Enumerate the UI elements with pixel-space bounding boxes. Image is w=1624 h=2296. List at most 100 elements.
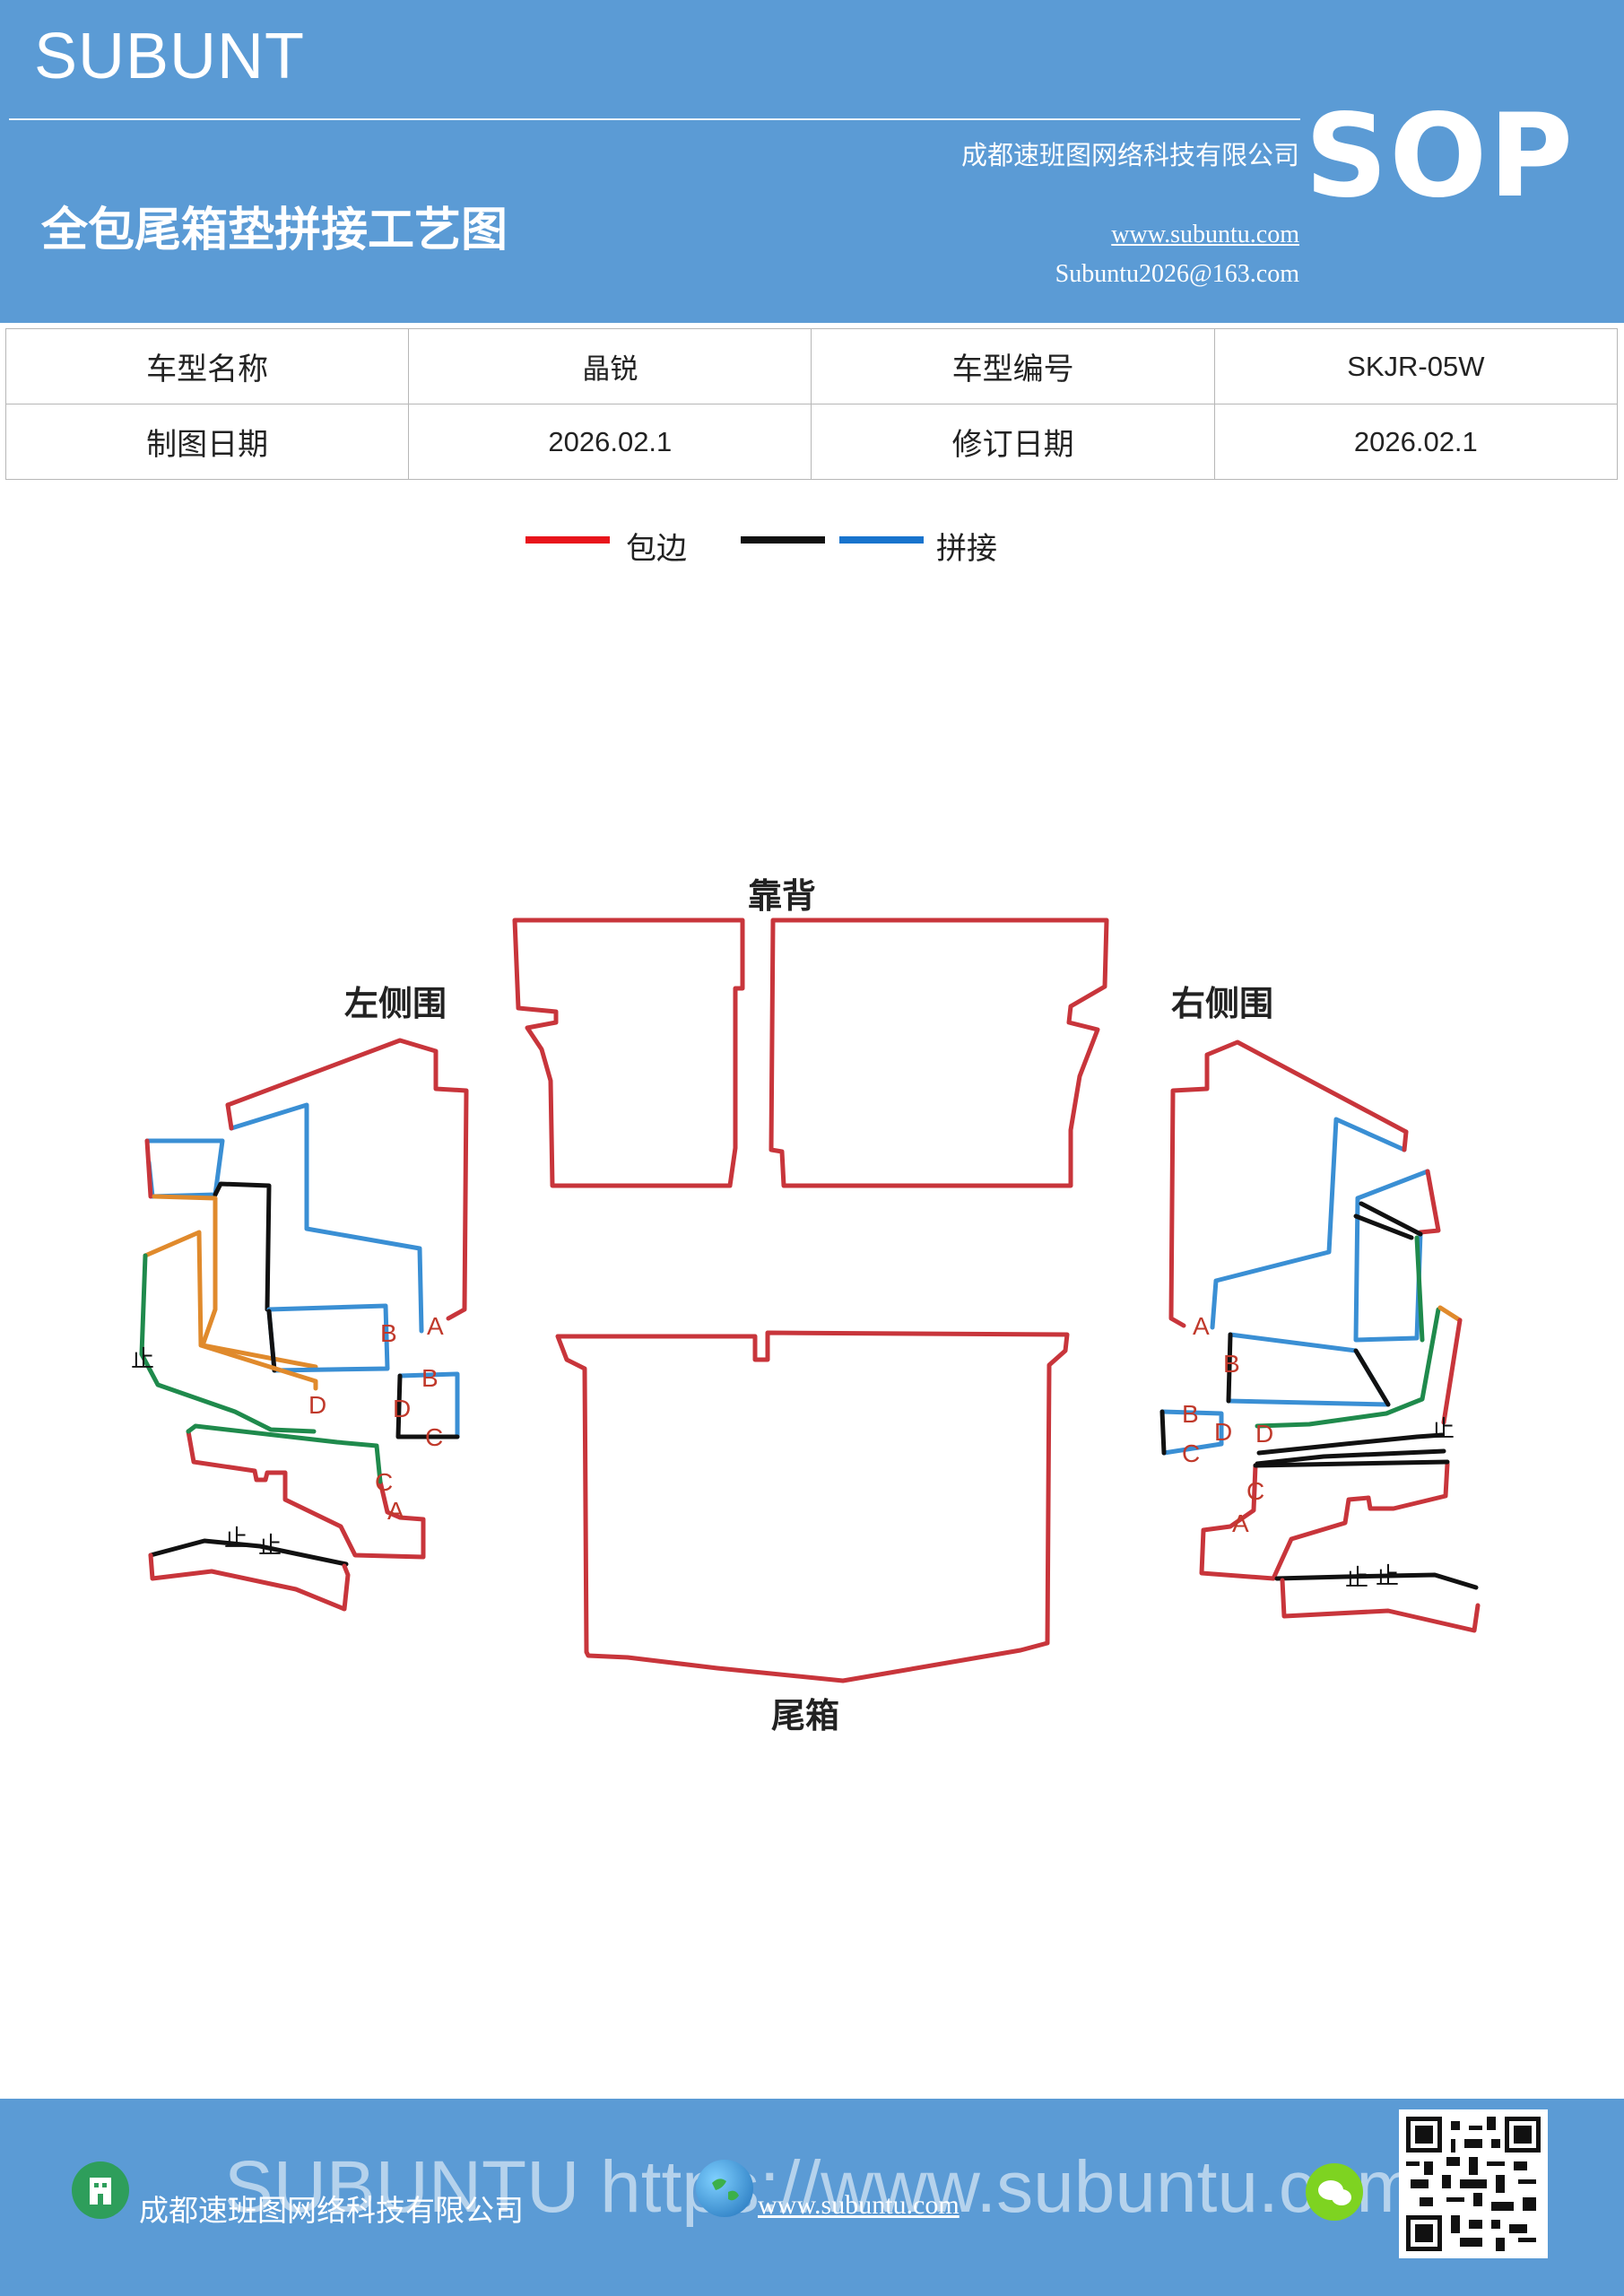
company-name: 成都速班图网络科技有限公司 — [960, 140, 1299, 170]
marker-d-right-2: D — [1255, 1420, 1273, 1448]
qr-code-glyph — [1406, 2117, 1541, 2251]
marker-a-left-2: A — [387, 1497, 404, 1525]
left-bottom-strip — [148, 1538, 349, 1567]
footer-company: 成都速班图网络科技有限公司 — [139, 2193, 524, 2228]
trunk-floor-panel — [555, 1330, 1070, 1683]
marker-d-left: D — [308, 1391, 326, 1419]
vehicle-info-table: 车型名称 晶锐 车型编号 SKJR-05W 制图日期 2026.02.1 修订日… — [4, 328, 1619, 480]
left-bottom-strip-edge — [148, 1552, 351, 1612]
globe-icon — [696, 2160, 753, 2217]
left-lower-strip — [139, 1253, 317, 1434]
label-trunk: 尾箱 — [771, 1696, 840, 1735]
line-legend: 包边 拼接 — [0, 520, 1624, 574]
marker-a-right: A — [1193, 1312, 1210, 1340]
left-upper-panel-splice — [229, 1102, 424, 1334]
marker-d-left-2: D — [393, 1395, 411, 1422]
value-revision-date: 2026.02.1 — [1213, 404, 1619, 480]
right-upper-panel-splice — [1210, 1117, 1407, 1330]
stop-mark-right-2: 止 — [1345, 1565, 1368, 1592]
stop-mark-right-3: 止 — [1376, 1563, 1399, 1590]
left-bottom-panel — [186, 1429, 426, 1560]
left-orange-strip — [143, 1230, 318, 1391]
marker-a-left: A — [427, 1312, 444, 1340]
right-green-strip — [1255, 1235, 1441, 1429]
legend-red-swatch — [525, 536, 610, 544]
backrest-left-panel — [512, 918, 745, 1188]
right-mid-rect — [1226, 1332, 1391, 1407]
right-mid-rect-edge — [1226, 1332, 1391, 1407]
website-link[interactable]: www.subuntu.com — [1111, 221, 1299, 248]
marker-b-left: B — [380, 1319, 397, 1347]
right-upper-panel-cut — [1402, 1129, 1409, 1152]
value-model-name: 晶锐 — [408, 328, 812, 404]
marker-b-right-2: B — [1182, 1400, 1199, 1428]
building-icon — [72, 2161, 129, 2219]
right-small-block-edge — [1418, 1169, 1441, 1235]
right-bottom-panel-black — [1253, 1459, 1450, 1468]
label-model-code: 车型编号 — [811, 328, 1215, 404]
building-icon-glyph — [90, 2178, 111, 2205]
left-bottom-panel-green — [186, 1423, 383, 1484]
left-mid-panel-orange — [152, 1194, 318, 1370]
backrest-right-panel — [769, 918, 1109, 1188]
right-small-block — [1353, 1169, 1430, 1343]
globe-icon-glyph — [712, 2179, 739, 2201]
stop-mark-left: 止 — [131, 1346, 154, 1373]
backrest-parts — [512, 918, 1109, 1188]
marker-b-right: B — [1223, 1350, 1240, 1378]
marker-c-right: C — [1182, 1439, 1200, 1467]
stop-mark-right: 止 — [1431, 1416, 1455, 1443]
footer-watermark: SUBUNTU https://www.subuntu.com — [224, 2146, 1418, 2228]
brand-name: SUBUNT — [34, 21, 306, 92]
left-mid-rect — [266, 1303, 390, 1373]
right-small-square — [1159, 1409, 1224, 1456]
sop-badge: SOP — [1305, 90, 1575, 223]
left-mid-panel — [213, 1181, 272, 1312]
marker-c-left: C — [425, 1423, 443, 1451]
left-upper-panel-cut — [225, 1102, 234, 1131]
table-row: 车型名称 晶锐 车型编号 SKJR-05W — [4, 328, 1619, 404]
left-mid-rect-edge — [266, 1309, 277, 1373]
value-model-code: SKJR-05W — [1213, 328, 1619, 404]
right-black-wedge — [1353, 1201, 1423, 1240]
right-orange-strip — [1437, 1305, 1463, 1323]
wechat-icon-glyph — [1318, 2180, 1351, 2205]
marker-a-right-2: A — [1232, 1509, 1249, 1537]
left-small-block-edge — [144, 1138, 153, 1199]
left-side-parts: A B B D D C C A 止 止 止 — [131, 1038, 469, 1612]
label-model-name: 车型名称 — [4, 328, 410, 404]
right-long-strip — [1441, 1318, 1463, 1425]
left-small-square — [397, 1371, 460, 1439]
label-left-side: 左侧围 — [344, 984, 447, 1023]
header-divider — [9, 118, 1300, 120]
footer-website-link[interactable]: www.subuntu.com — [758, 2190, 960, 2220]
label-right-side: 右侧围 — [1171, 984, 1274, 1023]
label-backrest: 靠背 — [748, 876, 817, 916]
right-small-square-edge — [1159, 1409, 1167, 1456]
contact-email[interactable]: Subuntu2026@163.com — [1055, 260, 1299, 288]
legend-label-splice: 拼接 — [936, 531, 997, 567]
label-revision-date: 修订日期 — [811, 404, 1215, 480]
qr-code[interactable] — [1399, 2109, 1548, 2258]
right-bottom-strip-edge — [1280, 1578, 1481, 1633]
stop-mark-left-3: 止 — [258, 1533, 282, 1560]
right-side-parts: A B B D D C C A 止 止 止 — [1159, 1039, 1481, 1633]
marker-d-right: D — [1214, 1418, 1232, 1446]
left-upper-panel — [225, 1038, 469, 1321]
right-bottom-strip — [1274, 1572, 1479, 1590]
value-drawing-date: 2026.02.1 — [408, 404, 812, 480]
right-thin-strip — [1255, 1432, 1446, 1466]
label-drawing-date: 制图日期 — [4, 404, 410, 480]
document-title: 全包尾箱垫拼接工艺图 — [41, 204, 508, 257]
legend-label-edge: 包边 — [626, 531, 687, 567]
header-banner — [0, 0, 1624, 323]
left-small-square-edge — [395, 1373, 460, 1439]
wechat-icon[interactable] — [1306, 2163, 1363, 2221]
marker-c-right-2: C — [1246, 1477, 1264, 1505]
right-bottom-panel — [1199, 1461, 1450, 1581]
stop-mark-left-2: 止 — [224, 1526, 248, 1552]
marker-b-left-2: B — [421, 1364, 439, 1392]
legend-black-swatch — [741, 536, 825, 544]
marker-c-left-2: C — [375, 1468, 393, 1496]
left-small-block — [144, 1138, 225, 1199]
